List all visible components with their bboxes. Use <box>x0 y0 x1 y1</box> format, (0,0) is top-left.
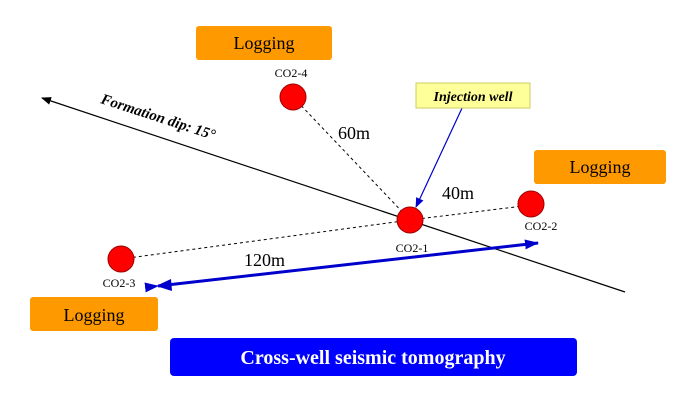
connection-co2-1-to-co2-2 <box>409 204 532 221</box>
injection-well-label: Injection well <box>433 90 513 105</box>
logging-box-right: Logging <box>534 150 666 184</box>
well-label-co2-2: CO2-2 <box>525 219 558 233</box>
well-label-co2-1: CO2-1 <box>396 241 429 255</box>
well-co2-4: CO2-4 <box>275 66 308 111</box>
well-co2-1: CO2-1 <box>396 206 429 255</box>
logging-label-top: Logging <box>234 33 295 53</box>
well-label-co2-3: CO2-3 <box>103 276 136 290</box>
connection-co2-4-to-co2-1 <box>292 96 411 221</box>
logging-box-left: Logging <box>30 297 158 331</box>
tomography-label: Cross-well seismic tomography <box>240 347 505 369</box>
distance-label-120m: 120m <box>244 250 285 270</box>
tomography-banner: Cross-well seismic tomography <box>170 338 577 376</box>
well-co2-3: CO2-3 <box>103 245 136 290</box>
logging-label-right: Logging <box>570 157 631 177</box>
injection-well-callout: Injection well <box>415 82 531 109</box>
injection-callout-arrow <box>415 105 464 208</box>
logging-label-left: Logging <box>64 305 125 325</box>
logging-box-top: Logging <box>196 26 332 60</box>
distance-label-60m: 60m <box>338 123 370 143</box>
distance-label-40m: 40m <box>442 183 474 203</box>
well-label-co2-4: CO2-4 <box>275 66 308 80</box>
distance-arrow-start-head <box>156 279 172 291</box>
distance-arrow <box>144 239 539 293</box>
well-co2-2: CO2-2 <box>517 190 558 233</box>
